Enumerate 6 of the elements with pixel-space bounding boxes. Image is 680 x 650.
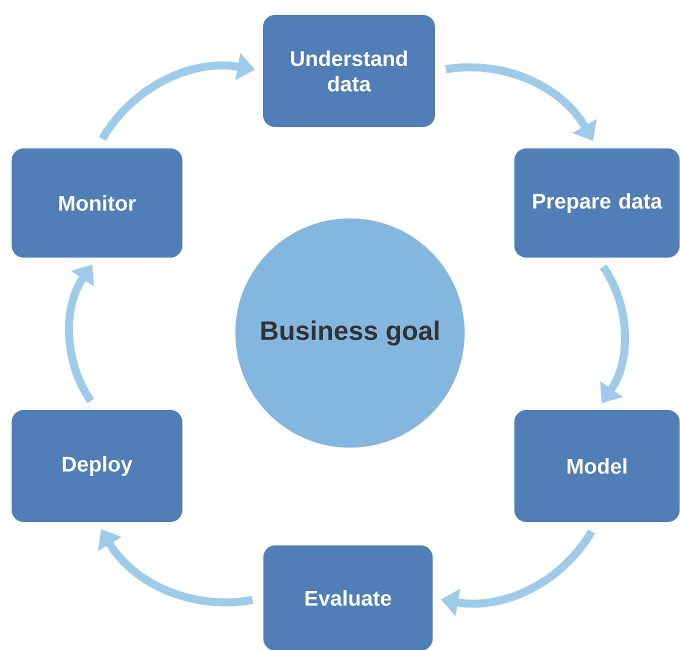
process-box: Model <box>514 410 680 522</box>
process-box: Deploy <box>12 410 182 522</box>
process-box: Prepare data <box>514 148 680 258</box>
process-box: Evaluate <box>263 545 433 650</box>
process-box: Monitor <box>12 148 182 258</box>
process-box: Understand data <box>263 15 435 127</box>
